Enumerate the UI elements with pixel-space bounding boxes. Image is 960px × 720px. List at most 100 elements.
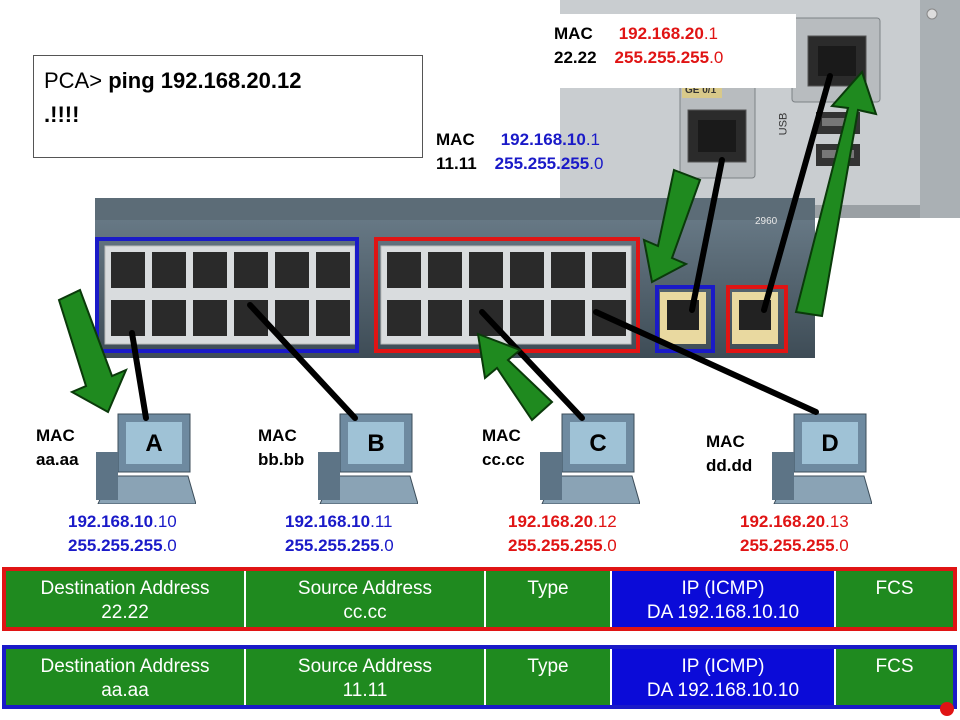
pc-c-icon [540, 413, 641, 505]
host-b-mask: 255.255.255 [285, 536, 380, 555]
frame-vlan20: Destination Address 22.22 Source Address c… [2, 567, 957, 631]
pc-a: A [96, 412, 197, 505]
frame-dst-label: Destination Address [40, 578, 210, 599]
host-c-mask: 255.255.255 [508, 536, 603, 555]
host-c-mask-tail: .0 [602, 536, 617, 555]
frame-ip-label: IP (ICMP) [681, 578, 765, 599]
host-d-ip: 192.168.20.13 255.255.255.0 [740, 510, 849, 558]
arrow-down-to-a [57, 288, 128, 414]
frame-src-cell: Source Address cc.cc [246, 571, 486, 627]
pc-b-name: B [367, 430, 385, 457]
frame-src-label: Source Address [297, 578, 433, 599]
host-d-ip-host: .13 [825, 512, 849, 531]
cables [129, 73, 833, 421]
frame-ip-cell: IP (ICMP) DA 192.168.10.10 [612, 571, 836, 627]
host-c-ip: 192.168.20.12 255.255.255.0 [508, 510, 617, 558]
pc-c: C [540, 412, 641, 505]
frame-ip-label: IP (ICMP) [681, 656, 765, 677]
router-g00-mac: 22.22 [554, 48, 597, 67]
router-g00-ip-host: .1 [703, 24, 718, 43]
host-d-mask: 255.255.255 [740, 536, 835, 555]
host-b-mac: MAC bb.bb [258, 424, 304, 472]
host-b-ip: 192.168.10.11 255.255.255.0 [285, 510, 394, 558]
cable-c [479, 309, 585, 421]
console-line-result: .!!!! [44, 98, 412, 132]
uplink-vlan20-port [726, 285, 788, 353]
console-command: ping 192.168.20.12 [108, 68, 302, 93]
pc-b: B [318, 412, 419, 505]
mac-label: MAC [482, 426, 521, 445]
mac-label: MAC [436, 130, 475, 149]
pc-a-name: A [145, 430, 163, 457]
mac-label: MAC [706, 432, 745, 451]
router-g01-mac: 11.11 [436, 154, 477, 173]
frame-ip-da: DA 192.168.10.10 [646, 602, 800, 623]
router-g00-mask-tail: .0 [709, 48, 724, 67]
frame-dst-value: 22.22 [101, 602, 149, 623]
frame-fcs-cell: FCS [836, 649, 953, 705]
frame-dst-label: Destination Address [40, 656, 210, 677]
flow-arrows [57, 70, 878, 422]
cable-b [247, 302, 358, 421]
pc-a-icon [96, 413, 197, 505]
frame-src-value: cc.cc [343, 602, 387, 623]
pc-b-icon [318, 413, 419, 505]
cable-a [129, 330, 149, 421]
router-g01-info: MAC 192.168.10.1 11.11 255.255.255.0 [436, 128, 676, 176]
arrow-down-to-g01 [642, 168, 702, 284]
router-g01-mask: 255.255.255 [494, 154, 590, 173]
port-label-ge01: GE 0/1 [685, 85, 717, 96]
mac-label: MAC [258, 426, 297, 445]
host-c-mac-value: cc.cc [482, 450, 525, 469]
host-a-mac: MAC aa.aa [36, 424, 79, 472]
cable-router-g00 [761, 73, 833, 313]
host-c-ip-host: .12 [593, 512, 617, 531]
router-g01-ip-host: .1 [585, 130, 600, 149]
host-d-mac: MAC dd.dd [706, 430, 752, 478]
console-window: PCA> ping 192.168.20.12 .!!!! [33, 55, 423, 158]
router-g00-info: MAC 192.168.20.1 22.22 255.255.255.0 [548, 14, 796, 88]
pc-d-icon [772, 413, 873, 505]
router-g00-ip-net: 192.168.20 [618, 24, 704, 43]
frame-fcs-label: FCS [875, 656, 914, 677]
frame-type-cell: Type [486, 649, 612, 705]
host-d-mask-tail: .0 [834, 536, 849, 555]
host-b-mac-value: bb.bb [258, 450, 305, 469]
arrow-up-to-g00 [794, 70, 878, 318]
host-d-mac-value: dd.dd [706, 456, 753, 475]
mac-label: MAC [36, 426, 75, 445]
host-b-mask-tail: .0 [379, 536, 394, 555]
frame-ip-cell: IP (ICMP) DA 192.168.10.10 [612, 649, 836, 705]
host-a-mask-tail: .0 [162, 536, 177, 555]
host-a-mask: 255.255.255 [68, 536, 163, 555]
arrow-up-from-c [476, 332, 554, 422]
frame-src-value: 11.11 [342, 680, 388, 701]
frame-type-label: Type [527, 578, 569, 599]
router-g01-mask-tail: .0 [589, 154, 604, 173]
frame-dst-value: aa.aa [101, 680, 149, 701]
frame-ip-da: DA 192.168.10.10 [646, 680, 800, 701]
switch-model-label: 2960 [755, 216, 778, 227]
router-g01-ip-net: 192.168.10 [500, 130, 586, 149]
frame-dst-cell: Destination Address 22.22 [6, 571, 246, 627]
slide-marker-dot [940, 702, 954, 716]
pc-d-name: D [821, 430, 839, 457]
cable-router-g01 [689, 157, 725, 313]
host-c-ip-net: 192.168.20 [508, 512, 594, 531]
console-result: .!!!! [44, 102, 80, 127]
host-d-ip-net: 192.168.20 [740, 512, 826, 531]
frame-fcs-cell: FCS [836, 571, 953, 627]
frame-dst-cell: Destination Address aa.aa [6, 649, 246, 705]
host-a-ip-host: .10 [153, 512, 177, 531]
host-a-mac-value: aa.aa [36, 450, 79, 469]
mac-label: MAC [554, 24, 593, 43]
host-b-ip-host: .11 [370, 512, 393, 531]
vlan10-port-group [95, 237, 359, 353]
frame-fcs-label: FCS [875, 578, 914, 599]
host-a-ip-net: 192.168.10 [68, 512, 154, 531]
console-line-command: PCA> ping 192.168.20.12 [44, 64, 412, 98]
router-g00-mask: 255.255.255 [614, 48, 710, 67]
